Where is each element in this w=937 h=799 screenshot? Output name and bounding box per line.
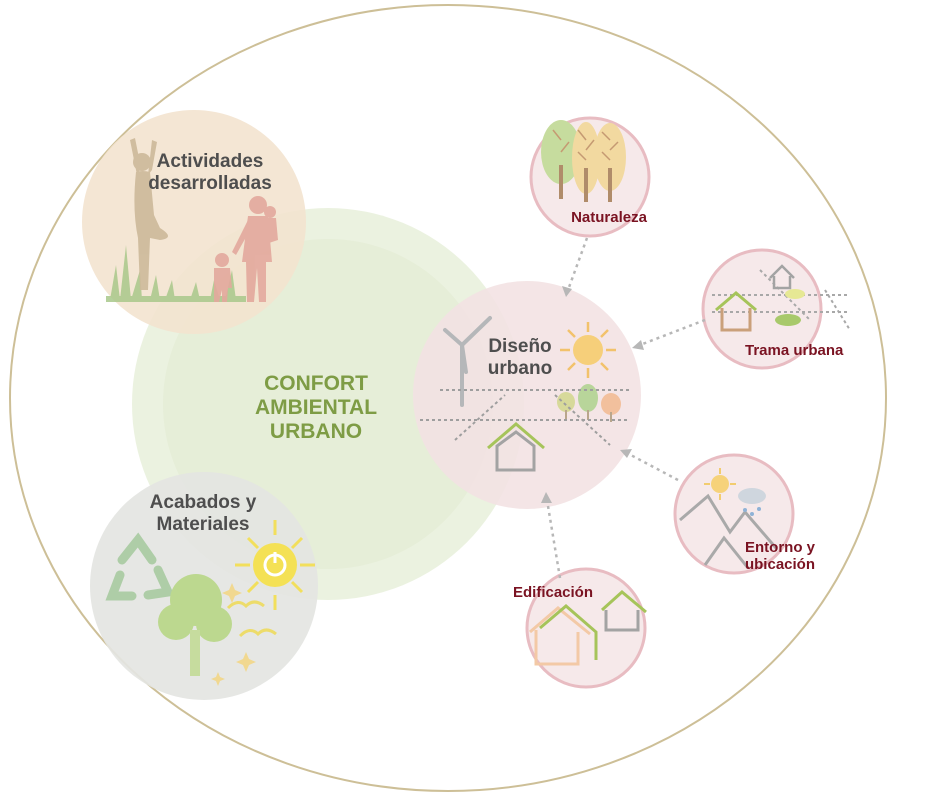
diseno-node	[413, 281, 641, 509]
entorno-node	[673, 453, 795, 575]
entorno-line2: ubicación	[744, 556, 815, 574]
actividades-line1: Actividades	[156, 151, 264, 172]
edificacion-label: Edificación	[512, 584, 594, 601]
connector-arrows	[545, 237, 706, 579]
edificacion-node	[525, 567, 647, 689]
acabados-line2: Materiales	[156, 513, 250, 535]
entorno-label: Entorno y ubicación	[728, 539, 832, 574]
actividades-node	[82, 110, 306, 334]
center-line3: URBANO	[269, 420, 363, 444]
center-line2: AMBIENTAL	[254, 396, 378, 420]
naturaleza-node	[529, 116, 651, 238]
center-line1: CONFORT	[264, 372, 368, 395]
trama-node	[701, 248, 851, 370]
center-label: CONFORT AMBIENTAL URBANO	[228, 372, 404, 444]
diseno-line1: Diseño	[488, 336, 552, 357]
acabados-label: Acabados y Materiales	[123, 492, 283, 536]
naturaleza-label: Naturaleza	[571, 209, 647, 226]
actividades-line2: desarrolladas	[148, 172, 272, 194]
diseno-line2: urbano	[487, 357, 553, 379]
actividades-label: Actividades desarrolladas	[130, 151, 290, 195]
outer-ring	[9, 4, 887, 792]
trama-label: Trama urbana	[745, 342, 844, 359]
diseno-label: Diseño urbano	[472, 336, 568, 380]
acabados-line1: Acabados y	[149, 492, 257, 513]
acabados-node	[90, 472, 318, 700]
entorno-line1: Entorno y	[745, 539, 815, 556]
